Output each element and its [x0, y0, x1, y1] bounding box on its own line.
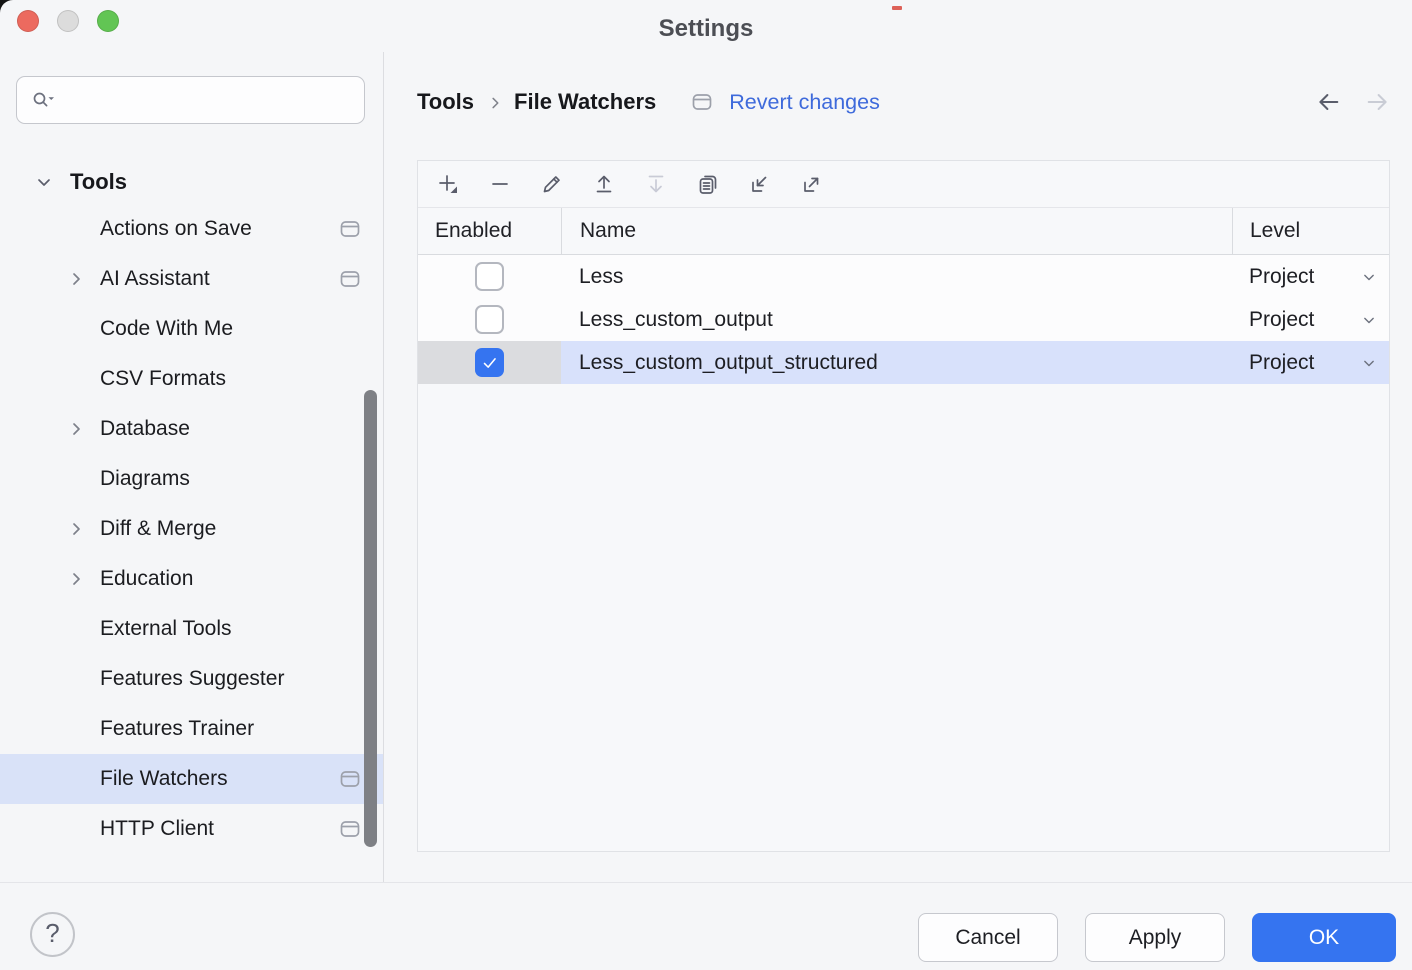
watcher-name: Less_custom_output [579, 307, 773, 331]
watchers-toolbar [418, 161, 1389, 208]
column-header-enabled: Enabled [435, 219, 513, 242]
modified-settings-icon [338, 217, 362, 241]
export-button[interactable] [797, 169, 827, 199]
sidebar-scrollbar-thumb[interactable] [364, 390, 377, 847]
sidebar-item-code-with-me[interactable]: Code With Me [0, 304, 383, 354]
sidebar-item-file-watchers[interactable]: File Watchers [0, 754, 383, 804]
footer-buttons: Cancel Apply OK [918, 913, 1396, 962]
modified-settings-icon [338, 267, 362, 291]
modified-settings-icon [338, 767, 362, 791]
back-arrow-button[interactable] [1314, 88, 1342, 116]
duplicate-button[interactable] [693, 169, 723, 199]
settings-search-input[interactable] [65, 79, 358, 121]
history-nav [1314, 88, 1392, 116]
sidebar-item-label: File Watchers [100, 767, 228, 790]
sidebar-item-label: Features Suggester [100, 667, 285, 690]
import-button[interactable] [745, 169, 775, 199]
apply-button[interactable]: Apply [1085, 913, 1225, 962]
column-header-name: Name [561, 208, 1232, 254]
sidebar-item-label: CSV Formats [100, 367, 227, 390]
chevron-right-icon [484, 92, 506, 114]
enabled-checkbox[interactable] [475, 348, 504, 377]
chevron-down-icon [32, 170, 56, 194]
cancel-button[interactable]: Cancel [918, 913, 1058, 962]
sidebar-item-diff-merge[interactable]: Diff & Merge [0, 504, 383, 554]
window-title: Settings [658, 15, 754, 42]
sidebar-item-label: AI Assistant [100, 267, 210, 290]
chevron-right-icon [64, 517, 88, 541]
enabled-cell [418, 298, 561, 341]
ok-button[interactable]: OK [1252, 913, 1396, 962]
red-mark [892, 6, 902, 10]
enabled-checkbox[interactable] [475, 305, 504, 334]
sidebar-item-label: Education [100, 567, 194, 590]
level-dropdown[interactable]: Project [1232, 298, 1389, 341]
watcher-name: Less [579, 264, 624, 288]
edit-button[interactable] [537, 169, 567, 199]
enabled-cell [418, 255, 561, 298]
breadcrumb-file-watchers: File Watchers [514, 89, 657, 114]
sidebar-item-ai-assistant[interactable]: AI Assistant [0, 254, 383, 304]
chevron-right-icon [64, 417, 88, 441]
sidebar-item-csv-formats[interactable]: CSV Formats [0, 354, 383, 404]
breadcrumb: Tools File Watchers Revert changes [417, 84, 880, 120]
sidebar-item-label: External Tools [100, 617, 232, 640]
search-box[interactable] [16, 76, 365, 124]
breadcrumb-tools[interactable]: Tools [417, 89, 475, 114]
sidebar-item-label: Actions on Save [100, 217, 252, 240]
enabled-checkbox[interactable] [475, 262, 504, 291]
modified-settings-icon [690, 90, 714, 114]
sidebar-item-database[interactable]: Database [0, 404, 383, 454]
sidebar-item-label: Code With Me [100, 317, 234, 340]
move-up-button[interactable] [589, 169, 619, 199]
sidebar-item-actions-on-save[interactable]: Actions on Save [0, 204, 383, 254]
level-dropdown[interactable]: Project [1232, 341, 1389, 384]
sidebar-item-label: Diagrams [100, 467, 190, 490]
remove-button[interactable] [485, 169, 515, 199]
maximize-button[interactable] [97, 10, 119, 32]
sidebar-item-education[interactable]: Education [0, 554, 383, 604]
help-button[interactable]: ? [30, 912, 75, 957]
help-question-icon: ? [45, 918, 60, 948]
watcher-name: Less_custom_output_structured [561, 341, 1232, 384]
move-down-button [641, 169, 671, 199]
sidebar-divider [383, 52, 384, 882]
sidebar-item-label: Features Trainer [100, 717, 255, 740]
sidebar-item-label: Tools [70, 169, 128, 194]
add-button[interactable] [433, 169, 463, 199]
column-header-level: Level [1232, 208, 1389, 254]
sidebar-item-tools[interactable]: Tools [0, 160, 383, 204]
modified-settings-icon [338, 817, 362, 841]
enabled-cell [418, 341, 561, 384]
level-dropdown[interactable]: Project [1232, 255, 1389, 298]
sidebar-item-external-tools[interactable]: External Tools [0, 604, 383, 654]
sidebar-item-label: HTTP Client [100, 817, 214, 840]
minimize-button[interactable] [57, 10, 79, 32]
titlebar: Settings [0, 0, 1412, 56]
forward-arrow-button [1364, 88, 1392, 116]
sidebar-item-label: Diff & Merge [100, 517, 217, 540]
chevron-right-icon [64, 567, 88, 591]
sidebar-item-http-client[interactable]: HTTP Client [0, 804, 383, 854]
watcher-row-less[interactable]: Less Project [418, 255, 1389, 298]
sidebar-item-features-trainer[interactable]: Features Trainer [0, 704, 383, 754]
sidebar-item-features-suggester[interactable]: Features Suggester [0, 654, 383, 704]
sidebar-item-label: Database [100, 417, 190, 440]
search-icon [30, 89, 56, 113]
watcher-row-less-custom-output[interactable]: Less_custom_output Project [418, 298, 1389, 341]
close-button[interactable] [17, 10, 39, 32]
revert-changes-link[interactable]: Revert changes [729, 89, 880, 114]
footer: ? Cancel Apply OK [0, 882, 1412, 970]
chevron-right-icon [64, 267, 88, 291]
table-header: Enabled Name Level [418, 208, 1389, 255]
sidebar-item-diagrams[interactable]: Diagrams [0, 454, 383, 504]
